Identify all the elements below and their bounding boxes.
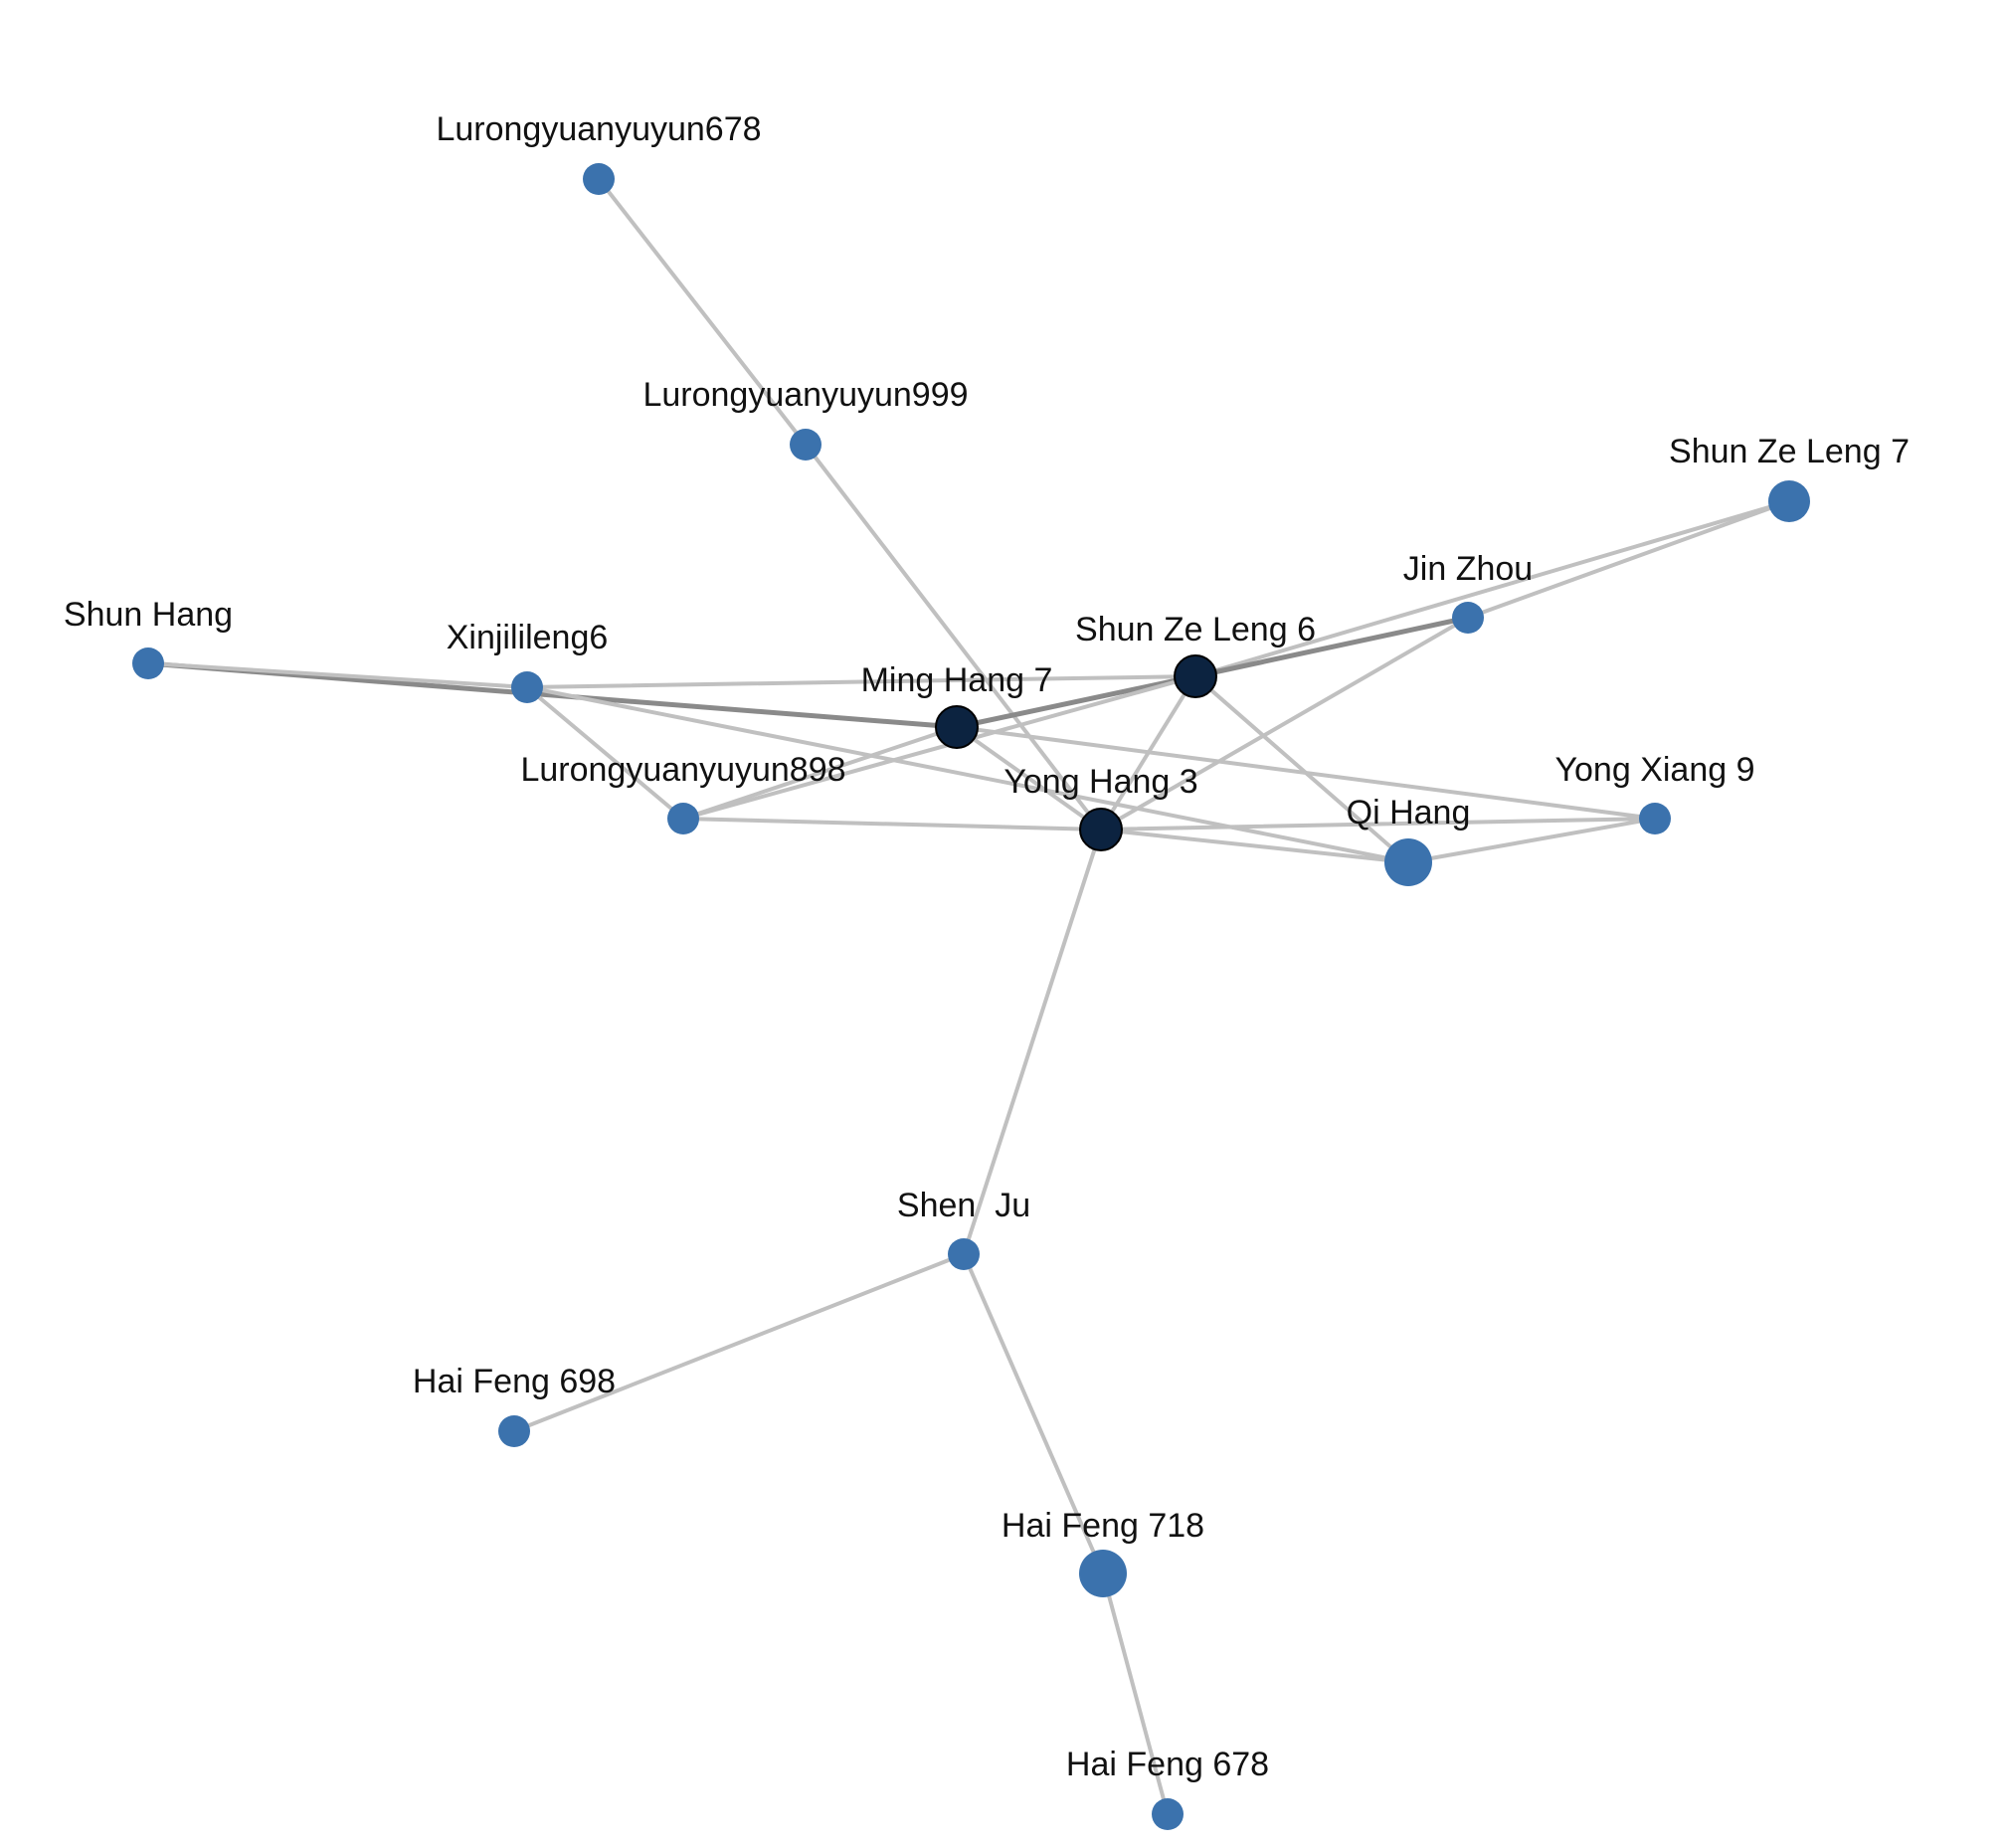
node-label-lurong678: Lurongyuanyuyun678 [436, 110, 761, 148]
node-shunhang[interactable] [132, 647, 164, 679]
edge-xinjilileng6-qihang [525, 685, 1410, 864]
node-label-haifeng698: Hai Feng 698 [413, 1363, 616, 1400]
edge-haifeng718-haifeng678 [1101, 1571, 1170, 1816]
node-label-lurong999: Lurongyuanyuyun999 [642, 376, 968, 414]
edge-lurong678-lurong999 [597, 177, 808, 447]
node-qihang[interactable] [1384, 838, 1432, 886]
node-label-yongxiang9: Yong Xiang 9 [1554, 751, 1754, 789]
node-label-xinjilileng6: Xinjilileng6 [447, 619, 609, 656]
node-label-yonghang3: Yong Hang 3 [1003, 763, 1197, 801]
node-label-minghang7: Ming Hang 7 [861, 661, 1053, 699]
edge-shunzeleng6-qihang [1193, 674, 1410, 864]
node-haifeng698[interactable] [498, 1415, 530, 1447]
edge-shunzeleng6-yonghang3 [1099, 674, 1197, 832]
nodes-layer [132, 163, 1810, 1830]
node-xinjilileng6[interactable] [511, 671, 543, 703]
edge-shunzeleng7-shunzeleng6 [1193, 499, 1791, 678]
node-label-shenju: Shen Ju [897, 1187, 1030, 1224]
edge-lurong999-yonghang3 [804, 443, 1103, 832]
edge-shunhang-minghang7 [145, 660, 960, 730]
node-jinzhou[interactable] [1452, 602, 1484, 634]
edges-layer [145, 177, 1791, 1816]
node-lurong898[interactable] [667, 803, 699, 834]
node-label-shunzeleng6: Shun Ze Leng 6 [1075, 611, 1316, 648]
node-label-lurong898: Lurongyuanyuyun898 [520, 751, 845, 789]
edge-lurong898-shunzeleng6 [681, 674, 1197, 821]
node-haifeng678[interactable] [1152, 1798, 1184, 1830]
edge-minghang7-yonghang3 [955, 725, 1103, 832]
edge-yonghang3-shenju [962, 828, 1103, 1256]
node-shunzeleng6[interactable] [1174, 654, 1217, 698]
edge-minghang7-shunzeleng6 [954, 673, 1198, 730]
edge-minghang7-lurong898 [681, 725, 959, 821]
edge-lurong898-yonghang3 [681, 817, 1103, 832]
edge-xinjilileng6-shunzeleng6 [525, 674, 1197, 689]
edge-yonghang3-yongxiang9 [1099, 817, 1657, 832]
node-label-haifeng678: Hai Feng 678 [1066, 1746, 1269, 1783]
node-minghang7[interactable] [935, 705, 979, 749]
node-lurong999[interactable] [790, 429, 821, 461]
node-shunzeleng7[interactable] [1768, 480, 1810, 522]
node-yonghang3[interactable] [1079, 808, 1123, 851]
edge-jinzhou-yonghang3 [1099, 616, 1470, 832]
node-label-shunhang: Shun Hang [64, 596, 233, 634]
edge-xinjilileng6-lurong898 [525, 685, 685, 821]
node-shenju[interactable] [948, 1238, 980, 1270]
node-yongxiang9[interactable] [1639, 803, 1671, 834]
edge-shunhang-xinjilileng6 [146, 661, 529, 689]
edge-shenju-haifeng698 [512, 1252, 966, 1433]
labels-layer: Lurongyuanyuyun678Lurongyuanyuyun999Shun… [64, 110, 1910, 1783]
edge-shunzeleng7-jinzhou [1466, 499, 1791, 620]
node-label-haifeng718: Hai Feng 718 [1002, 1507, 1204, 1545]
node-label-jinzhou: Jin Zhou [1403, 550, 1533, 588]
node-lurong678[interactable] [583, 163, 615, 195]
edge-yongxiang9-qihang [1406, 817, 1657, 864]
edge-yonghang3-qihang [1099, 828, 1410, 864]
node-label-qihang: Qi Hang [1347, 794, 1471, 832]
edge-jinzhou-shunzeleng6 [1192, 615, 1471, 679]
node-haifeng718[interactable] [1079, 1550, 1127, 1597]
edge-shenju-haifeng718 [962, 1252, 1105, 1575]
node-label-shunzeleng7: Shun Ze Leng 7 [1669, 433, 1910, 470]
